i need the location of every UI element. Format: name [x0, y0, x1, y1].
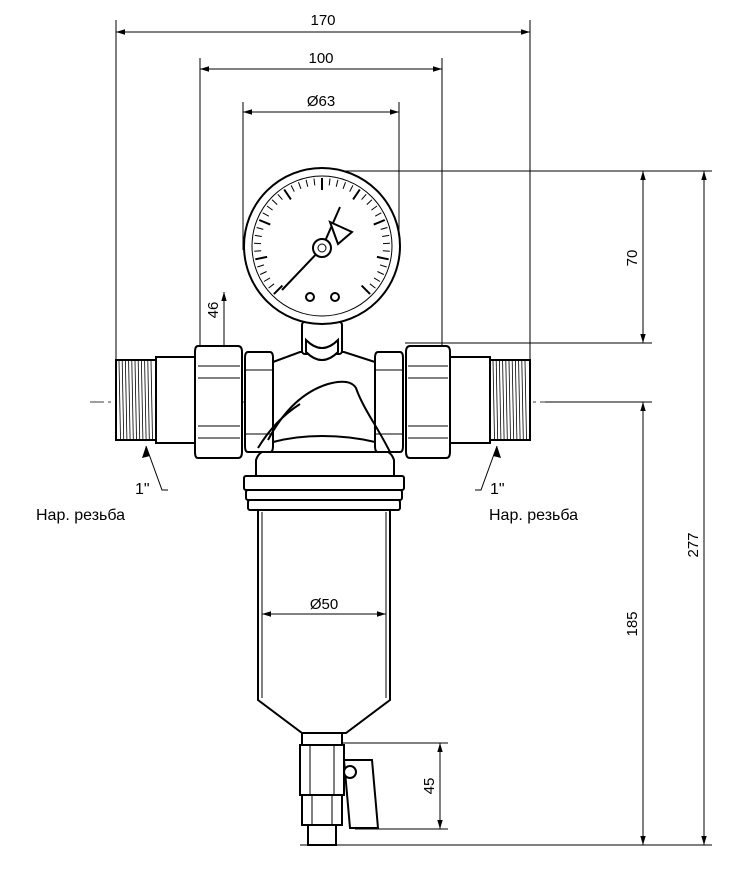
dim-label-d50: Ø50 [310, 596, 338, 613]
right-thread-size: 1" [490, 481, 505, 498]
dimension-70: 70 [330, 170, 652, 344]
right-thread-type: Нар. резьба [489, 507, 578, 524]
pressure-gauge [243, 167, 401, 325]
right-thread-marks [492, 360, 527, 440]
dimension-100: 100 [199, 50, 443, 345]
dim-label-100: 100 [308, 50, 333, 67]
dim-label-45: 45 [421, 778, 438, 795]
dim-label-d63: Ø63 [307, 93, 335, 110]
dim-label-185: 185 [624, 611, 641, 636]
left-thread-annotation: 1" Нар. резьба [36, 445, 168, 524]
dimension-d50: Ø50 [262, 596, 386, 617]
left-thread-type: Нар. резьба [36, 507, 125, 524]
dim-label-170: 170 [310, 12, 335, 29]
dimension-185: 185 [545, 401, 652, 845]
dim-label-277: 277 [685, 532, 702, 557]
right-connection [374, 345, 531, 459]
dimension-170: 170 [115, 12, 531, 360]
left-thread-size: 1" [135, 481, 150, 498]
right-thread-annotation: 1" Нар. резьба [475, 445, 578, 524]
filter-head-body [243, 321, 405, 511]
left-thread-marks [118, 360, 153, 440]
left-connection [115, 345, 274, 459]
drain-valve [299, 732, 380, 846]
dim-label-46: 46 [205, 302, 222, 319]
gauge-marker [328, 220, 354, 246]
filter-bowl [257, 509, 391, 734]
gauge-ticks [254, 178, 390, 295]
dimension-d63: Ø63 [242, 93, 400, 250]
dim-label-70: 70 [624, 250, 641, 267]
